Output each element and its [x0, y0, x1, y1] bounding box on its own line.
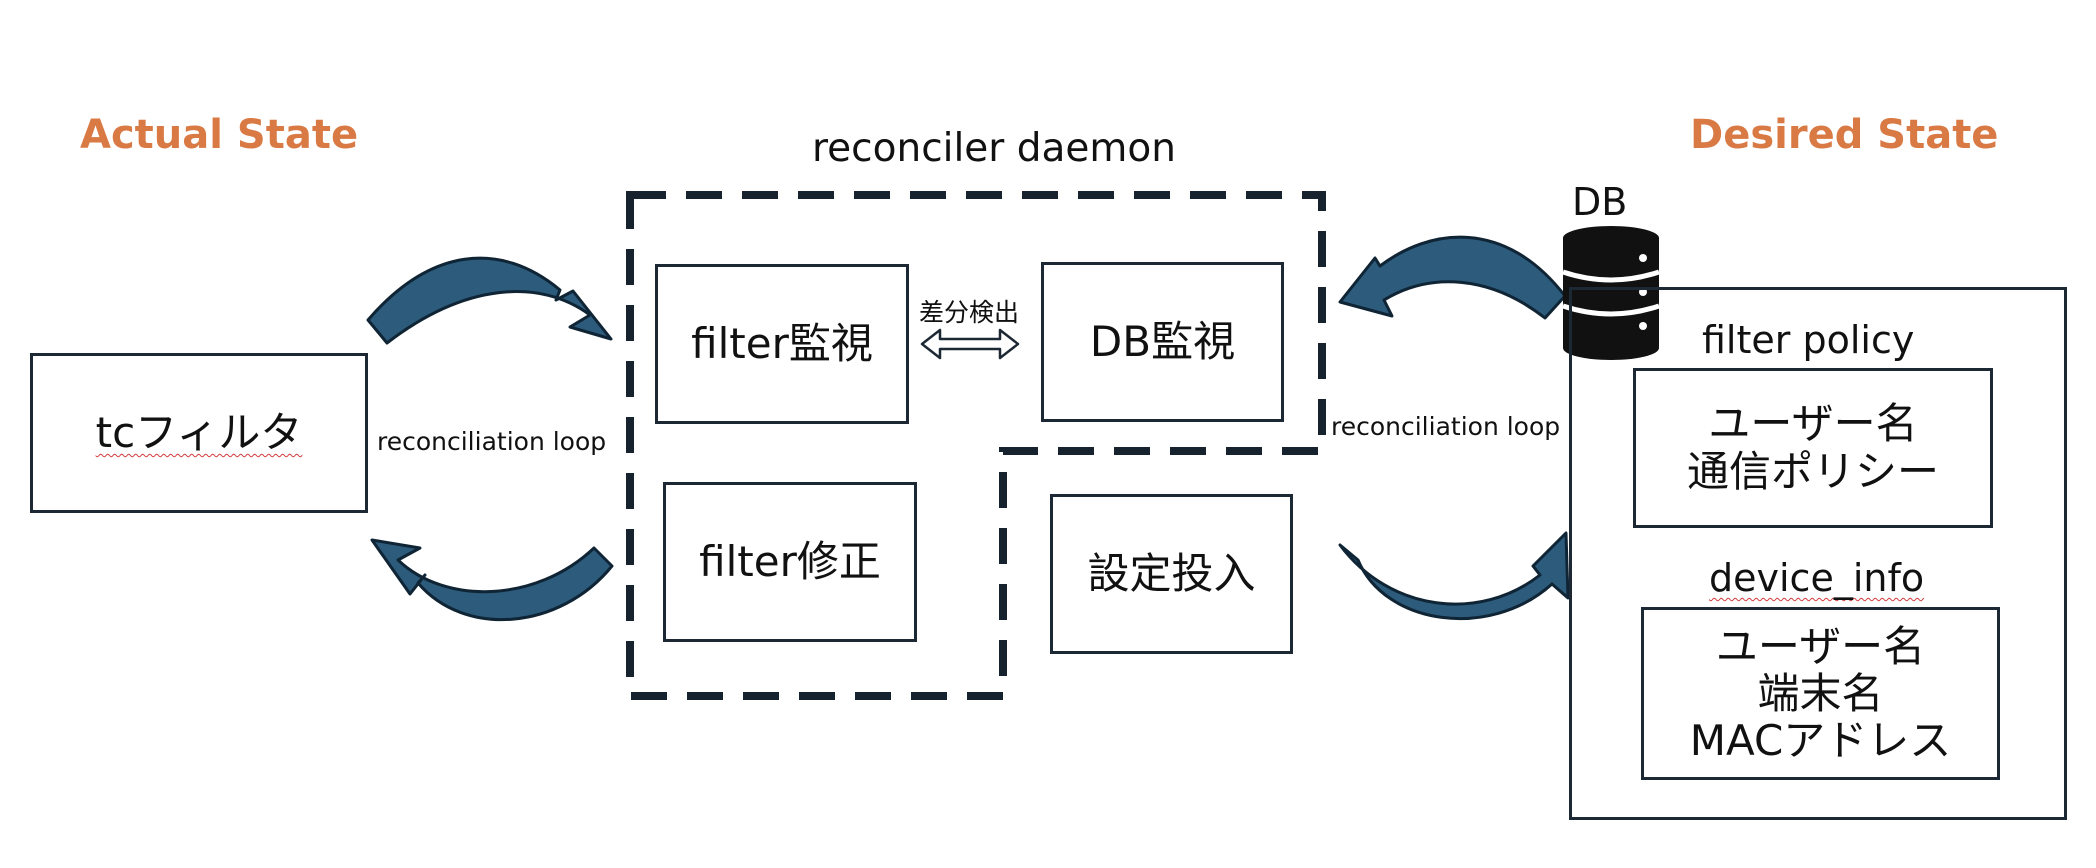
db-watch-box: DB監視 — [1041, 262, 1284, 422]
filter-policy-line: ユーザー名 — [1708, 398, 1918, 448]
filter-fix-box: filter修正 — [663, 482, 917, 642]
arrow-icon — [366, 256, 613, 345]
daemon-boundary — [626, 191, 1326, 700]
left-loop-label: reconciliation loop — [377, 427, 607, 456]
database-icon — [1562, 226, 1660, 360]
device-info-line: 端末名 — [1757, 668, 1884, 718]
filter-watch-box: filter監視 — [655, 264, 909, 424]
tc-filter-label: tcフィルタ — [95, 407, 303, 457]
db-container — [1569, 287, 2067, 820]
device-info-line: ユーザー名 — [1715, 621, 1926, 671]
config-apply-label: 設定投入 — [1087, 548, 1256, 598]
db-watch-label: DB監視 — [1089, 316, 1236, 366]
right-loop-label: reconciliation loop — [1331, 412, 1561, 441]
filter-watch-label: filter監視 — [691, 318, 873, 368]
filter-policy-box: ユーザー名 通信ポリシー — [1633, 368, 1993, 528]
arrow-icon — [370, 538, 614, 622]
desired-state-heading: Desired State — [1690, 112, 1999, 158]
actual-state-heading: Actual State — [80, 112, 359, 158]
diff-detect-label: 差分検出 — [919, 298, 1020, 327]
device-info-box: ユーザー名 端末名 MACアドレス — [1641, 607, 2000, 780]
config-apply-box: 設定投入 — [1050, 494, 1293, 654]
double-arrow-icon — [920, 328, 1020, 360]
device-info-title: device_info — [1709, 556, 1924, 600]
db-label: DB — [1572, 180, 1628, 224]
device-info-line: MACアドレス — [1689, 716, 1952, 766]
filter-policy-title: filter policy — [1702, 318, 1915, 362]
device-info-title-text: device_info — [1709, 556, 1925, 600]
tc-filter-box: tcフィルタ — [30, 353, 368, 513]
arrow-icon — [1338, 235, 1567, 320]
filter-policy-line: 通信ポリシー — [1686, 447, 1939, 496]
daemon-heading: reconciler daemon — [812, 126, 1176, 171]
filter-fix-label: filter修正 — [699, 536, 881, 586]
arrow-icon — [1338, 531, 1570, 621]
